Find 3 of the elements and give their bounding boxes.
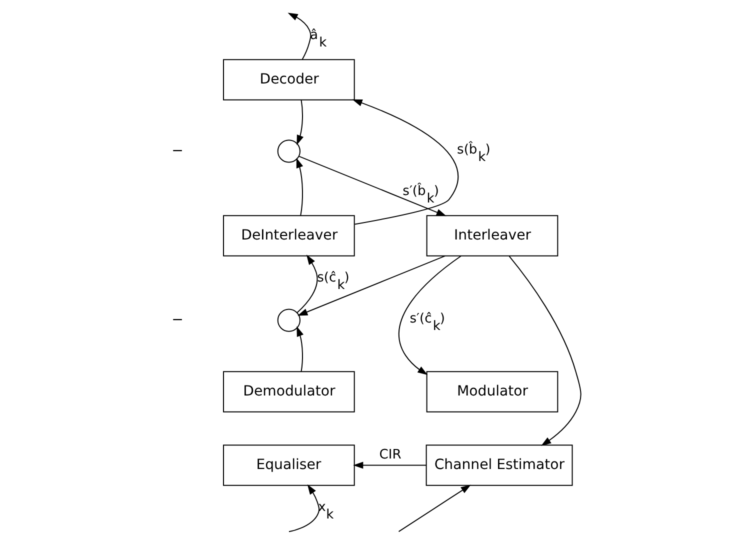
edge-label: CIR — [379, 448, 402, 463]
label: − — [172, 312, 184, 328]
label: − — [172, 142, 184, 159]
